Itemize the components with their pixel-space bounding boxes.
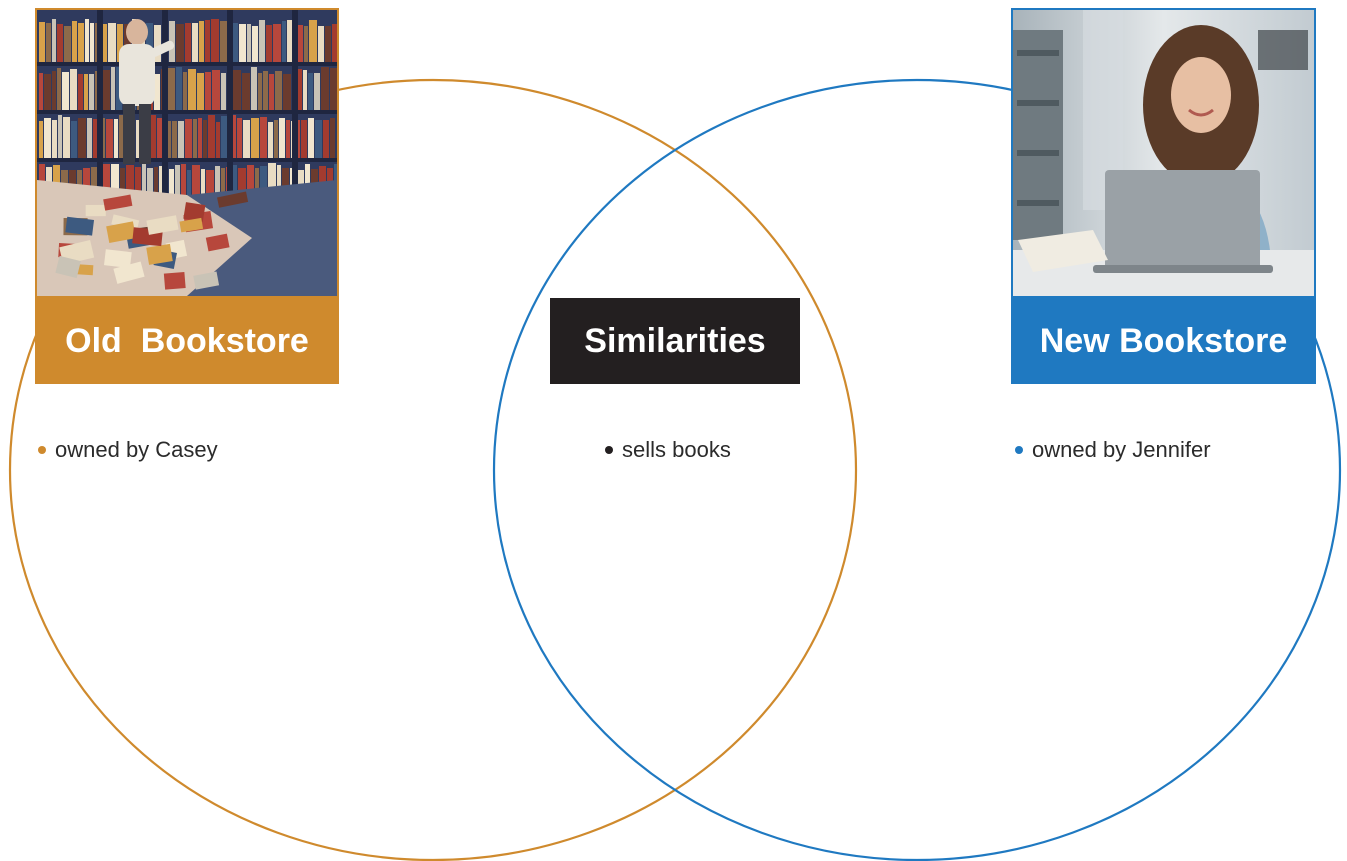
similarities-item-text: sells books [622, 437, 731, 462]
old-bookstore-item: owned by Casey [38, 437, 218, 463]
new-bookstore-circle [493, 79, 1341, 861]
similarities-item: sells books [605, 437, 731, 463]
old-bookstore-title: Old Bookstore [35, 298, 339, 384]
new-bookstore-item: owned by Jennifer [1015, 437, 1211, 463]
similarities-title: Similarities [550, 298, 800, 384]
bullet-icon [38, 446, 46, 454]
new-bookstore-item-text: owned by Jennifer [1032, 437, 1211, 462]
bullet-icon [605, 446, 613, 454]
bullet-icon [1015, 446, 1023, 454]
old-bookstore-circle [9, 79, 857, 861]
new-bookstore-photo [1011, 8, 1316, 298]
new-bookstore-title: New Bookstore [1011, 298, 1316, 384]
old-bookstore-photo [35, 8, 339, 298]
old-bookstore-item-text: owned by Casey [55, 437, 218, 462]
